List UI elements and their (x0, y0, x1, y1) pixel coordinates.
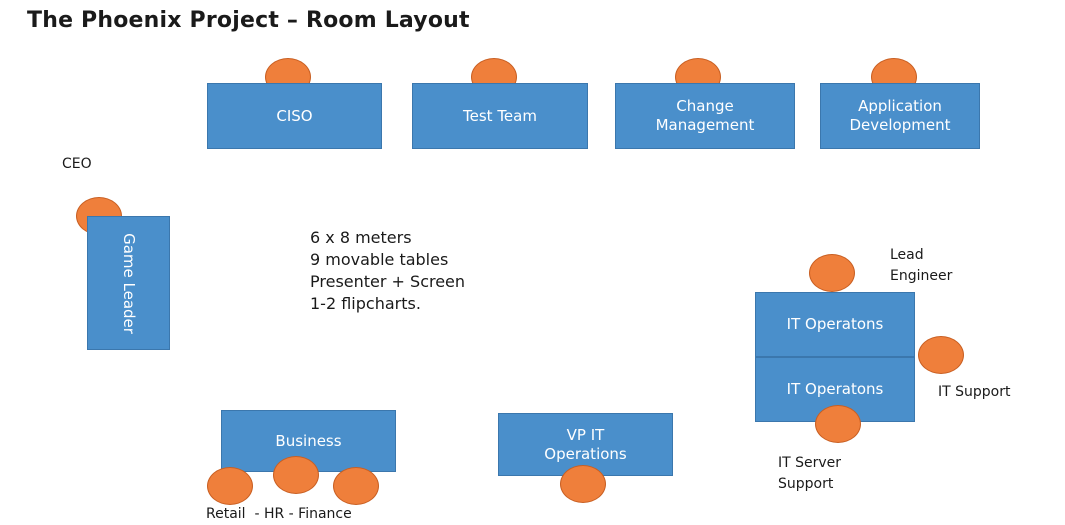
label-lead-engineer: Lead Engineer (890, 247, 953, 284)
table-it-operations-1: IT Operatons (755, 292, 915, 357)
table-ciso: CISO (207, 83, 382, 149)
table-application-development: Application Development (820, 83, 980, 149)
label-it-support: IT Support (938, 384, 1011, 400)
label-it-server-support: IT Server Support (778, 455, 842, 492)
seat-it-server-support (815, 405, 861, 443)
table-game-leader: Game Leader (87, 216, 170, 350)
note-line: 1-2 flipcharts. (310, 294, 421, 313)
label-business-seats: Retail - HR - Finance (206, 506, 352, 522)
table-change-management: Change Management (615, 83, 795, 149)
seat-finance (333, 467, 379, 505)
seat-it-support (918, 336, 964, 374)
seat-vp-it-operations (560, 465, 606, 503)
table-game-leader-label: Game Leader (120, 232, 139, 334)
seat-retail (207, 467, 253, 505)
table-test-team: Test Team (412, 83, 588, 149)
note-line: 9 movable tables (310, 250, 449, 269)
note-line: Presenter + Screen (310, 272, 466, 291)
seat-lead-engineer (809, 254, 855, 292)
page-title: The Phoenix Project – Room Layout (27, 8, 470, 33)
room-notes: 6 x 8 meters 9 movable tables Presenter … (310, 227, 465, 315)
seat-hr (273, 456, 319, 494)
note-line: 6 x 8 meters (310, 228, 412, 247)
label-ceo: CEO (62, 156, 92, 172)
